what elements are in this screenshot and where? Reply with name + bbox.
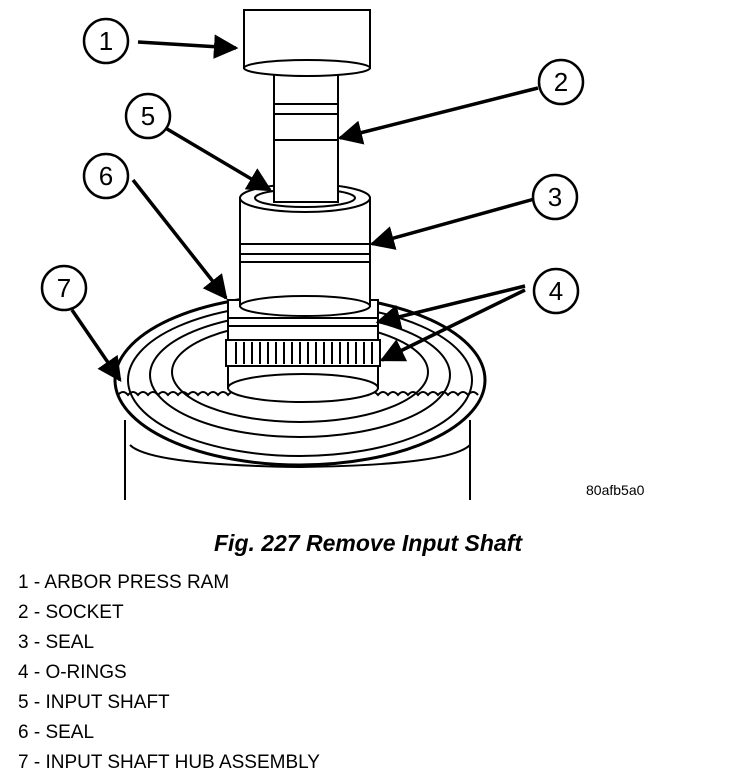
hub-cylinder-drawing [225,299,381,403]
legend-list: 1 - ARBOR PRESS RAM 2 - SOCKET 3 - SEAL … [18,568,320,778]
input-shaft-drawing [273,69,339,203]
legend-item-1: 1 - ARBOR PRESS RAM [18,572,230,593]
legend-item-2: 2 - SOCKET [18,602,124,623]
legend-item-7: 7 - INPUT SHAFT HUB ASSEMBLY [18,752,320,773]
leader-arrows [70,34,539,383]
callout-2: 2 [537,58,585,106]
callout-5: 5 [124,92,172,140]
callout-4: 4 [532,267,580,315]
legend-item-3: 3 - SEAL [18,632,95,653]
callout-5-text: 5 [141,101,155,131]
callout-3: 3 [531,173,579,221]
socket-drawing [239,183,371,317]
legend-item-4: 4 - O-RINGS [18,662,127,683]
callout-6-text: 6 [99,161,113,191]
callout-2-text: 2 [554,67,568,97]
technical-illustration: 1 2 3 4 5 6 7 [40,9,585,500]
legend-item-6: 6 - SEAL [18,722,95,743]
legend-item-5: 5 - INPUT SHAFT [18,692,170,713]
figure-ref-code: 80afb5a0 [586,482,645,498]
callout-7: 7 [40,264,88,312]
figure-caption: Fig. 227 Remove Input Shaft [214,530,522,556]
callout-3-text: 3 [548,182,562,212]
callout-1: 1 [82,17,130,65]
callout-4-text: 4 [549,276,563,306]
callout-6: 6 [82,152,130,200]
arbor-press-ram-drawing [243,9,371,77]
callout-7-text: 7 [57,273,71,303]
callout-1-text: 1 [99,26,113,56]
